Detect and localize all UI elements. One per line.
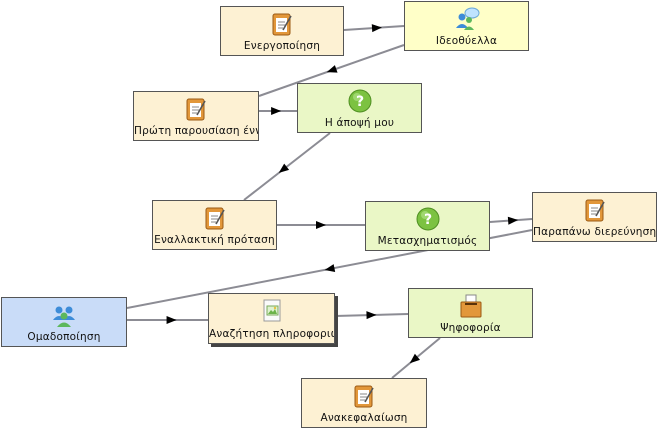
node-voting[interactable]: Ψηφοφορία: [408, 288, 533, 338]
question-icon: ?: [415, 206, 441, 232]
node-label: Ιδεοθύελλα: [435, 35, 498, 47]
question-icon: ?: [347, 88, 373, 114]
arrowhead: [166, 316, 177, 324]
node-label: Μετασχηματισμός: [377, 235, 478, 247]
notepad-icon: [202, 205, 228, 231]
svg-text:?: ?: [355, 94, 363, 110]
arrowhead: [507, 216, 519, 225]
notepad-icon: [351, 383, 377, 409]
node-activation[interactable]: Ενεργοποίηση: [220, 6, 344, 56]
node-recap[interactable]: Ανακεφαλαίωση: [301, 378, 427, 428]
node-label: Πρώτη παρουσίαση ένν: [134, 125, 258, 137]
arrowhead: [371, 24, 382, 33]
node-label: Ψηφοφορία: [440, 322, 501, 334]
node-transformation[interactable]: ? Μετασχηματισμός: [365, 201, 490, 251]
node-label: Η άποψή μου: [324, 117, 395, 129]
notepad-icon: [582, 197, 608, 223]
people-chat-icon: [454, 6, 480, 32]
group-people-icon: [51, 302, 77, 328]
node-label: Ανακεφαλαίωση: [320, 412, 408, 424]
node-label: Ομαδοποίηση: [27, 331, 101, 343]
node-further-investigation[interactable]: Παραπάνω διερεύνηση: [532, 192, 657, 242]
node-information-search[interactable]: Αναζήτηση πληροφοριώ: [208, 293, 335, 344]
notepad-icon: [183, 96, 209, 122]
node-grouping[interactable]: Ομαδοποίηση: [1, 297, 127, 347]
arrowhead: [326, 65, 338, 73]
node-brainstorming[interactable]: Ιδεοθύελλα: [404, 1, 529, 51]
image-document-icon: [259, 298, 285, 324]
edge-opinion-alternative: [243, 132, 331, 201]
node-label: Παραπάνω διερεύνηση: [533, 226, 656, 238]
node-first-presentation[interactable]: Πρώτη παρουσίαση ένν: [133, 91, 259, 141]
node-label: Ενεργοποίηση: [243, 40, 321, 52]
arrowhead: [316, 221, 326, 229]
ballot-box-icon: [458, 293, 484, 319]
node-label: Αναζήτηση πληροφοριώ: [209, 328, 334, 340]
notepad-icon: [269, 11, 295, 37]
svg-text:?: ?: [423, 212, 431, 228]
node-label: Εναλλακτική πρόταση: [154, 234, 275, 246]
arrowhead: [409, 353, 421, 364]
arrowhead: [271, 107, 282, 115]
node-alternative-proposal[interactable]: Εναλλακτική πρόταση: [152, 200, 277, 250]
arrowhead: [278, 163, 290, 173]
arrowhead: [324, 264, 336, 272]
node-my-opinion[interactable]: ? Η άποψή μου: [297, 83, 422, 133]
arrowhead: [366, 311, 377, 320]
